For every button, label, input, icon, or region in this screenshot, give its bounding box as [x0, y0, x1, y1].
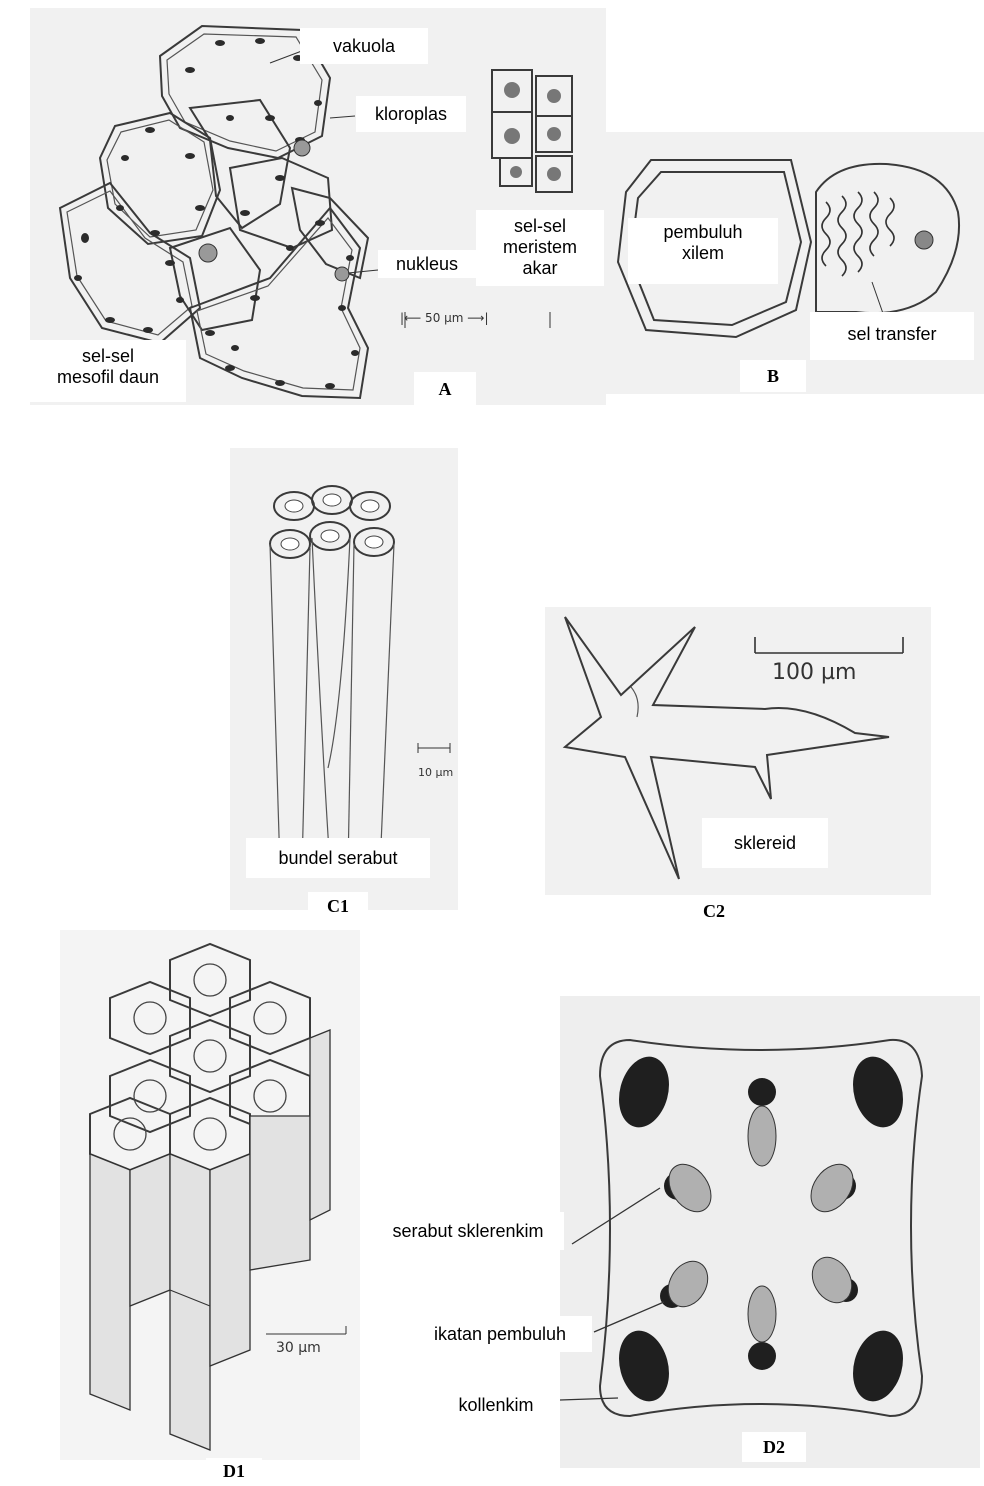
scale-bar-c1: 10 µm [418, 766, 453, 779]
label-xilem-line1: pembuluh [628, 222, 778, 243]
scale-bar-a: |⟵ 50 µm ⟶| [400, 311, 489, 325]
label-meristem-line3: akar [476, 258, 604, 279]
label-pembuluh-xilem: pembuluh xilem [628, 218, 778, 284]
figure-label-a: A [414, 372, 476, 406]
figure-label-d2: D2 [742, 1432, 806, 1462]
label-mesofil-line2: mesofil daun [30, 367, 186, 388]
scale-bar-c2: 100 µm [772, 660, 856, 685]
figure-label-d1: D1 [206, 1458, 262, 1484]
label-bundel-serabut: bundel serabut [246, 838, 430, 878]
label-sklereid: sklereid [702, 818, 828, 868]
label-serabut-sklerenkim: serabut sklerenkim [372, 1212, 564, 1250]
label-mesofil-line1: sel-sel [30, 346, 186, 367]
label-meristem-line2: meristem [476, 237, 604, 258]
figure-label-b: B [740, 360, 806, 392]
label-xilem-line2: xilem [628, 243, 778, 264]
panel-d2-image [560, 996, 980, 1468]
figure-label-c2: C2 [686, 896, 742, 926]
label-meristem-line1: sel-sel [476, 216, 604, 237]
label-mesofil-daun: sel-sel mesofil daun [30, 340, 186, 402]
figure-label-c1: C1 [308, 892, 368, 920]
label-nukleus: nukleus [378, 250, 476, 278]
label-vakuola: vakuola [300, 28, 428, 64]
label-kloroplas: kloroplas [356, 96, 466, 132]
label-meristem-akar: sel-sel meristem akar [476, 210, 604, 286]
label-kollenkim: kollenkim [436, 1388, 556, 1422]
scale-bar-d1: 30 µm [276, 1340, 321, 1356]
label-ikatan-pembuluh: ikatan pembuluh [408, 1316, 592, 1352]
label-sel-transfer: sel transfer [810, 312, 974, 360]
panel-d1-image [60, 930, 360, 1460]
